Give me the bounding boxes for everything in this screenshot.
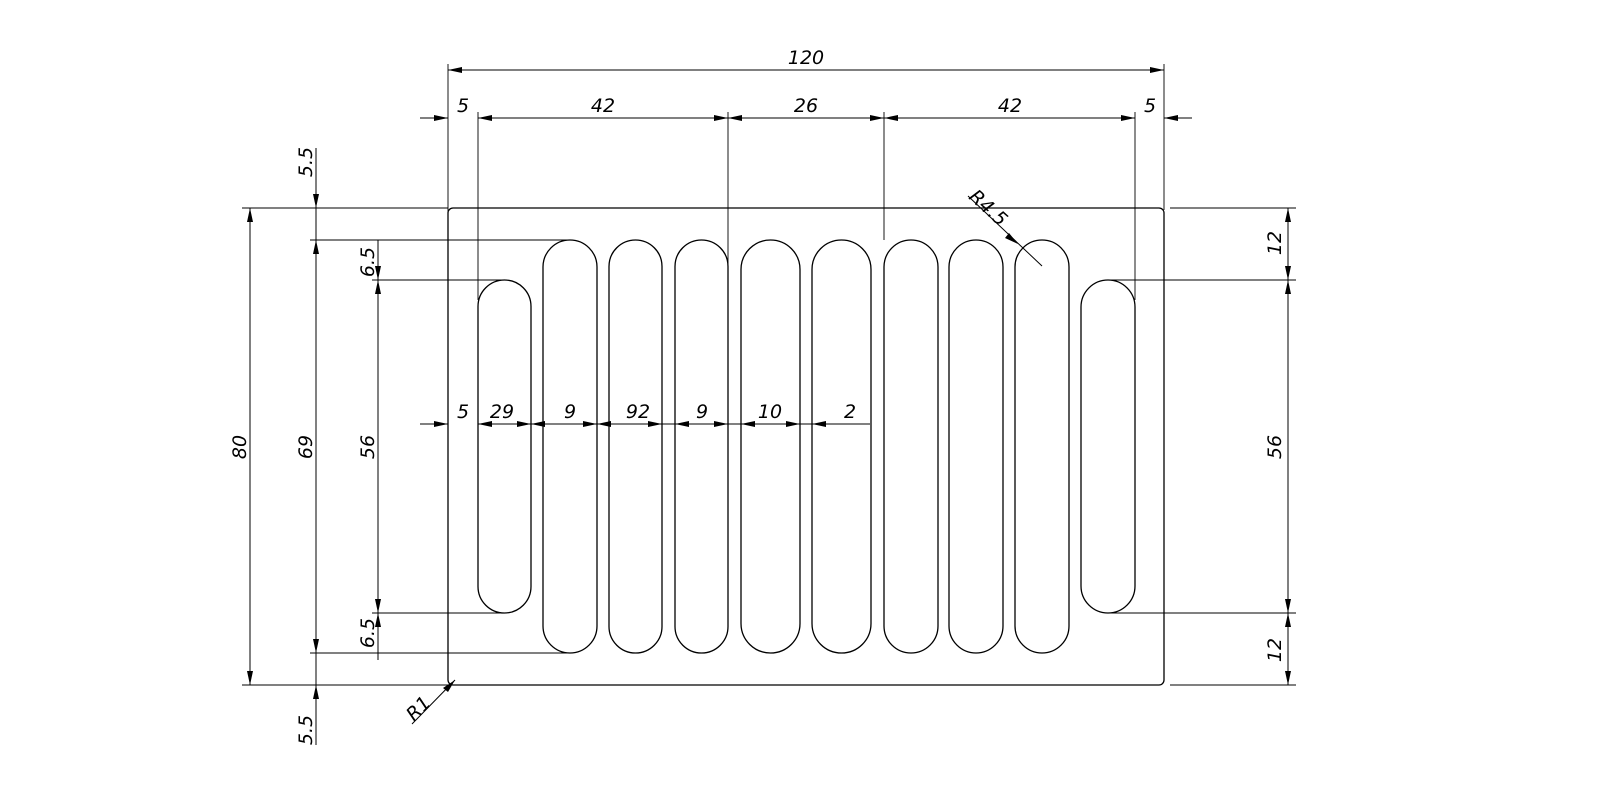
dim-row-10: 10 xyxy=(758,401,782,423)
dim-long-slot: 69 xyxy=(295,435,317,459)
dim-row-9b: 9 xyxy=(696,401,708,423)
dim-span-mid: 26 xyxy=(794,95,818,117)
long-slot-3 xyxy=(674,239,729,654)
dim-bottom-offset: 6.5 xyxy=(357,618,379,648)
long-slot-6 xyxy=(883,239,939,654)
dim-row-29: 29 xyxy=(490,401,514,423)
dim-short-slot-left: 56 xyxy=(357,435,379,459)
long-slot-8 xyxy=(1014,239,1070,654)
short-slot-left xyxy=(477,279,532,614)
dim-margin-left: 5 xyxy=(457,95,469,117)
long-slot-4 xyxy=(740,239,801,654)
dim-top-offset: 6.5 xyxy=(357,247,379,277)
long-slot-7 xyxy=(948,239,1004,654)
dimension-labels: 120 5 42 26 42 5 5 29 9 92 9 10 2 80 5.5… xyxy=(229,47,1286,745)
dim-right-top: 12 xyxy=(1264,231,1286,255)
dim-span-left: 42 xyxy=(591,95,615,117)
dim-span-right: 42 xyxy=(998,95,1022,117)
slot-group xyxy=(477,239,1136,654)
dim-overall-width: 120 xyxy=(788,47,824,69)
long-slot-5 xyxy=(811,239,872,654)
dim-overall-height: 80 xyxy=(229,435,251,459)
dim-margin-right: 5 xyxy=(1144,95,1156,117)
long-slot-2 xyxy=(608,239,663,654)
dim-row-9a: 9 xyxy=(564,401,576,423)
dim-right-bottom: 12 xyxy=(1264,638,1286,662)
plate-outline xyxy=(447,207,1165,686)
corner-radius-label: R1 xyxy=(402,692,435,725)
long-slot-1 xyxy=(542,239,598,654)
dim-row-2: 2 xyxy=(844,401,856,423)
dim-row-5: 5 xyxy=(457,401,469,423)
arrowheads xyxy=(247,67,1291,699)
dim-top-gap: 5.5 xyxy=(295,147,317,177)
dim-row-92: 92 xyxy=(626,401,650,423)
short-slot-right xyxy=(1080,279,1136,614)
dim-short-slot-right: 56 xyxy=(1264,435,1286,459)
dim-bottom-gap: 5.5 xyxy=(295,715,317,745)
extension-lines xyxy=(242,64,1296,686)
